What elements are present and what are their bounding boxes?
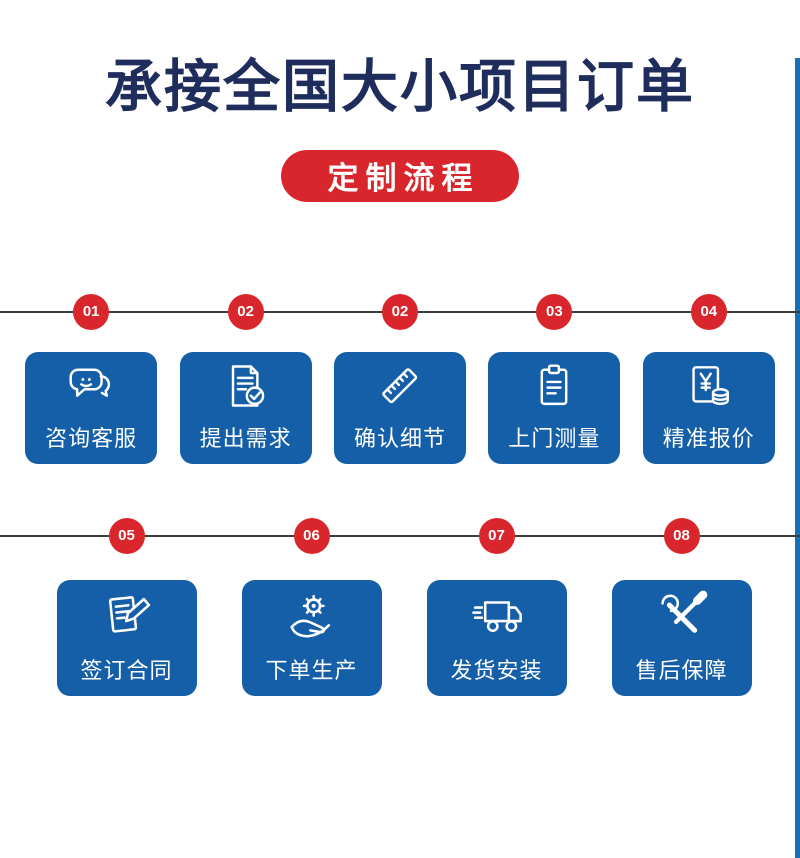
step-label: 提出需求 <box>199 425 292 451</box>
step-card: 发货安装 <box>426 579 567 696</box>
step-card: 咨询客服 <box>25 351 158 464</box>
step-label: 下单生产 <box>265 657 358 683</box>
process-rail-2: 05 06 07 08 <box>0 517 800 554</box>
truck-icon <box>470 580 524 653</box>
promo-poster: 承接全国大小项目订单 定制流程 01 02 02 03 04 <box>0 55 800 858</box>
step-number-badge: 02 <box>227 293 264 330</box>
step-card: 签订合同 <box>56 579 197 696</box>
step-number-badge: 04 <box>690 293 727 330</box>
production-icon <box>285 580 339 653</box>
step-card: 提出需求 <box>179 351 312 464</box>
process-step: 售后保障 <box>589 579 774 696</box>
process-step: 咨询客服 <box>14 351 168 464</box>
step-number-badge: 06 <box>293 517 330 554</box>
step-label: 售后保障 <box>635 657 728 683</box>
process-rail-1: 01 02 02 03 04 <box>0 293 800 330</box>
chat-icon <box>65 352 117 421</box>
document-check-icon <box>220 352 272 421</box>
contract-icon <box>100 580 154 653</box>
step-card: 确认细节 <box>333 351 466 464</box>
right-edge-strip <box>795 58 800 858</box>
step-label: 精准报价 <box>662 425 755 451</box>
step-card: 售后保障 <box>611 579 752 696</box>
process-step: 发货安装 <box>404 579 589 696</box>
step-label: 咨询客服 <box>45 425 138 451</box>
process-step: 精准报价 <box>632 351 786 464</box>
step-number-badge: 08 <box>663 517 700 554</box>
step-card: 精准报价 <box>642 351 775 464</box>
ruler-icon <box>374 352 426 421</box>
process-step: 签订合同 <box>34 579 219 696</box>
divider-line <box>0 534 800 537</box>
process-step: 提出需求 <box>168 351 322 464</box>
step-number-badge: 07 <box>478 517 515 554</box>
step-label: 签订合同 <box>80 657 173 683</box>
process-step: 上门测量 <box>477 351 631 464</box>
process-cards-row-1: 咨询客服 提出需求 <box>0 351 800 464</box>
tools-icon <box>655 580 709 653</box>
clipboard-icon <box>528 352 580 421</box>
page-title: 承接全国大小项目订单 <box>105 55 695 119</box>
process-flow-badge: 定制流程 <box>281 149 519 202</box>
step-card: 上门测量 <box>488 351 621 464</box>
step-card: 下单生产 <box>241 579 382 696</box>
process-cards-row-2: 签订合同 下单生产 <box>0 579 800 696</box>
step-number-badge: 01 <box>73 293 110 330</box>
price-icon <box>683 352 735 421</box>
process-step: 确认细节 <box>323 351 477 464</box>
step-label: 上门测量 <box>508 425 601 451</box>
step-number-badge: 02 <box>381 293 418 330</box>
step-number-badge: 05 <box>108 517 145 554</box>
step-label: 发货安装 <box>450 657 543 683</box>
process-step: 下单生产 <box>219 579 404 696</box>
step-number-badge: 03 <box>536 293 573 330</box>
step-label: 确认细节 <box>353 425 446 451</box>
